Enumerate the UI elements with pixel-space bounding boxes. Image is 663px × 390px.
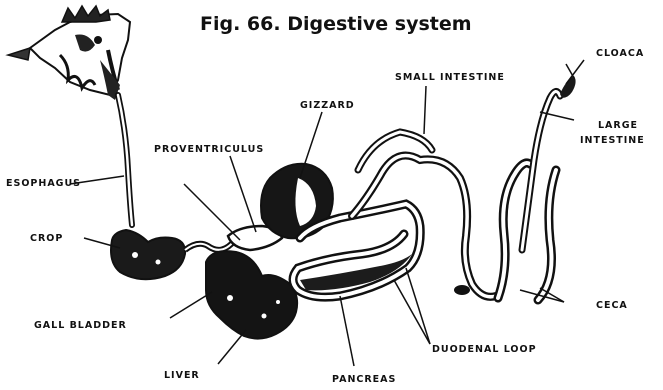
label-pancreas: PANCREAS (332, 374, 396, 386)
cloaca (560, 76, 576, 98)
label-crop: CROP (30, 233, 63, 245)
label-small-intestine: SMALL INTESTINE (395, 72, 505, 84)
label-duodenal-loop: DUODENAL LOOP (432, 344, 537, 356)
label-liver: LIVER (164, 370, 200, 382)
label-gizzard: GIZZARD (300, 100, 355, 112)
liver (206, 251, 297, 338)
label-ceca: CECA (596, 300, 628, 312)
chicken-head (8, 6, 130, 100)
label-esophagus: ESOPHAGUS (6, 178, 81, 190)
crop (111, 230, 185, 279)
label-large-intestine-line1: LARGE (598, 120, 638, 132)
label-proventriculus: PROVENTRICULUS (154, 144, 264, 156)
label-cloaca: CLOACA (596, 48, 644, 60)
label-gall-bladder: GALL BLADDER (34, 320, 127, 332)
label-large-intestine-line2: INTESTINE (580, 135, 645, 147)
